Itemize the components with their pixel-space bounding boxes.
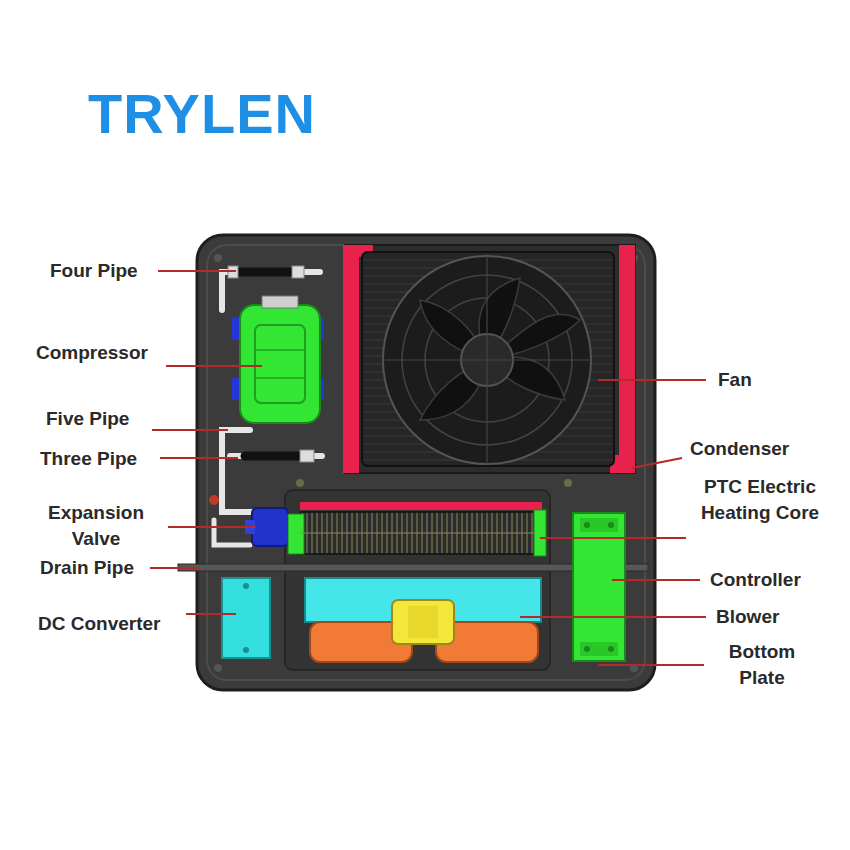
- part-label: Fan: [718, 367, 752, 393]
- part-label: Three Pipe: [40, 446, 137, 472]
- part-label: Bottom Plate: [712, 639, 812, 690]
- part-label: Controller: [710, 567, 801, 593]
- dc-converter: [222, 578, 270, 658]
- fan: [362, 252, 614, 466]
- part-label: Expansion Valve: [26, 500, 166, 551]
- brand-title: TRYLEN: [88, 86, 316, 142]
- part-label: Compressor: [36, 340, 148, 366]
- condenser: [343, 245, 635, 473]
- part-label: Five Pipe: [46, 406, 129, 432]
- controller: [573, 513, 625, 661]
- compressor: [232, 296, 324, 423]
- part-label: DC Converter: [38, 611, 160, 637]
- part-label: Blower: [716, 604, 779, 630]
- ptc-heating-core: [288, 502, 546, 556]
- part-label: Four Pipe: [50, 258, 138, 284]
- bottom-plate: [197, 235, 655, 690]
- part-label: PTC Electric Heating Core: [690, 474, 830, 525]
- part-label: Condenser: [690, 436, 789, 462]
- blower: [305, 578, 541, 662]
- leader-lines: [150, 271, 706, 665]
- part-label: Drain Pipe: [40, 555, 134, 581]
